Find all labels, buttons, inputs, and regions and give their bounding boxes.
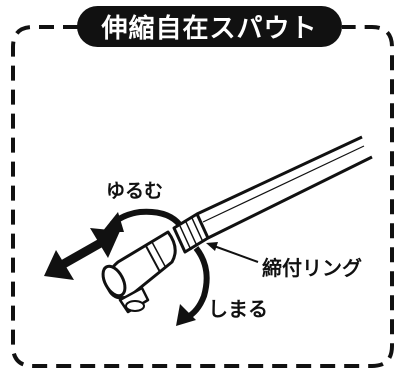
title-text: 伸縮自在スパウト <box>101 14 318 44</box>
spout-head <box>101 230 177 314</box>
ring-leader-line <box>206 242 259 263</box>
tightening-ring <box>172 212 210 254</box>
ring-label: 締付リング <box>262 256 362 280</box>
tighten-arrow <box>176 246 210 326</box>
tighten-label: しまる <box>208 297 268 321</box>
loosen-label: ゆるむ <box>106 180 164 202</box>
spout-pipe <box>196 135 373 240</box>
title-banner: 伸縮自在スパウト <box>77 6 342 47</box>
dashed-frame <box>11 25 394 368</box>
extend-arrow <box>44 228 120 280</box>
loosen-arrow <box>102 208 183 232</box>
